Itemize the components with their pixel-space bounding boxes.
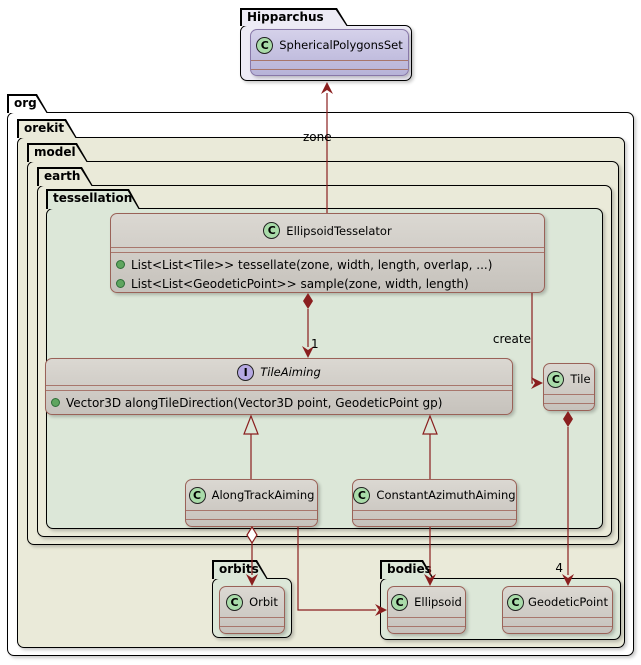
class-constant-azimuth-aiming: C ConstantAzimuthAiming xyxy=(352,479,517,527)
method-signature: Vector3D alongTileDirection(Vector3D poi… xyxy=(66,395,443,410)
class-name: Orbit xyxy=(249,595,278,609)
package-tab-fill xyxy=(382,562,433,580)
class-icon: C xyxy=(353,486,371,504)
package-orekit-tab: orekit xyxy=(17,119,77,138)
class-header: C EllipsoidTesselator xyxy=(111,214,544,248)
methods-compartment xyxy=(353,519,516,526)
fields-compartment xyxy=(388,618,465,626)
class-orbit: C Orbit xyxy=(219,586,285,634)
public-method-icon xyxy=(51,398,60,407)
class-ellipsoid-tesselator: C EllipsoidTesselator List<List<Tile>> t… xyxy=(110,213,545,293)
fields-compartment xyxy=(111,248,544,253)
public-method-icon xyxy=(116,279,125,288)
package-tab-fill xyxy=(9,96,47,114)
interface-tile-aiming: I TileAiming Vector3D alongTileDirection… xyxy=(45,358,513,415)
class-name: ConstantAzimuthAiming xyxy=(376,488,516,502)
class-spherical-polygons-set: C SphericalPolygonsSet xyxy=(250,29,409,76)
class-tile: C Tile xyxy=(543,363,595,411)
fields-compartment xyxy=(544,395,594,403)
class-header: C Orbit xyxy=(220,587,284,618)
method-signature: List<List<Tile>> tessellate(zone, width,… xyxy=(131,257,493,272)
methods-compartment: Vector3D alongTileDirection(Vector3D poi… xyxy=(46,391,512,412)
class-name: AlongTrackAiming xyxy=(211,488,315,502)
edge-label-create: create xyxy=(492,332,531,346)
class-icon: C xyxy=(256,36,274,54)
class-name: EllipsoidTesselator xyxy=(286,223,392,238)
package-tab-fill xyxy=(39,169,92,187)
class-icon: C xyxy=(226,593,244,611)
class-name: Tile xyxy=(570,372,591,386)
methods-compartment xyxy=(251,69,408,75)
package-hipparchus-label: Hipparchus xyxy=(247,10,324,24)
class-icon: C xyxy=(507,593,524,611)
fields-compartment xyxy=(220,618,284,626)
class-icon: C xyxy=(391,593,409,611)
methods-compartment: List<List<Tile>> tessellate(zone, width,… xyxy=(111,253,544,292)
fields-compartment xyxy=(46,386,512,391)
methods-compartment xyxy=(388,626,465,633)
class-icon: C xyxy=(547,370,565,388)
class-header: C SphericalPolygonsSet xyxy=(251,30,408,61)
package-tab-fill xyxy=(48,191,139,210)
class-header: C Ellipsoid xyxy=(388,587,465,618)
class-header: C AlongTrackAiming xyxy=(186,480,317,511)
class-name: Ellipsoid xyxy=(414,595,462,609)
class-icon: C xyxy=(263,222,281,239)
public-method-icon xyxy=(116,260,125,269)
class-name: GeodeticPoint xyxy=(528,595,608,609)
methods-compartment xyxy=(186,519,317,526)
class-name: SphericalPolygonsSet xyxy=(279,38,403,52)
class-ellipsoid: C Ellipsoid xyxy=(387,586,466,634)
fields-compartment xyxy=(503,618,612,626)
class-header: C ConstantAzimuthAiming xyxy=(353,480,516,511)
class-header: C GeodeticPoint xyxy=(503,587,612,618)
package-orbits-tab: orbits xyxy=(212,560,268,579)
package-hipparchus-tab: Hipparchus xyxy=(240,8,348,26)
class-geodetic-point: C GeodeticPoint xyxy=(502,586,613,634)
package-bodies-label: bodies xyxy=(387,562,432,576)
methods-compartment xyxy=(220,626,284,633)
package-bodies-tab: bodies xyxy=(380,560,434,579)
package-org-label: org xyxy=(14,96,37,110)
package-tessellation-label: tessellation xyxy=(53,191,133,205)
package-tessellation-tab: tessellation xyxy=(46,189,140,209)
edge-multiplicity-1: 1 xyxy=(311,337,319,351)
edge-multiplicity-4: 4 xyxy=(555,561,563,575)
package-earth-tab: earth xyxy=(37,167,93,186)
class-header: C Tile xyxy=(544,364,594,395)
package-org-tab: org xyxy=(7,94,48,113)
package-orekit-label: orekit xyxy=(24,121,65,135)
method-row: List<List<GeodeticPoint>> sample(zone, w… xyxy=(116,274,539,292)
method-signature: List<List<GeodeticPoint>> sample(zone, w… xyxy=(131,276,469,291)
method-row: List<List<Tile>> tessellate(zone, width,… xyxy=(116,255,539,274)
package-tab-fill xyxy=(242,10,347,27)
class-name: TileAiming xyxy=(260,365,321,379)
method-row: Vector3D alongTileDirection(Vector3D poi… xyxy=(51,393,507,412)
class-icon: C xyxy=(188,486,206,504)
package-model-tab: model xyxy=(27,143,88,162)
zone-arrowhead-icon xyxy=(321,82,333,94)
class-header: I TileAiming xyxy=(46,359,512,386)
methods-compartment xyxy=(544,403,594,410)
package-tab-fill xyxy=(19,121,76,139)
package-tab-fill xyxy=(29,145,87,163)
package-earth-label: earth xyxy=(44,169,81,183)
interface-icon: I xyxy=(237,363,255,381)
fields-compartment xyxy=(353,511,516,519)
class-along-track-aiming: C AlongTrackAiming xyxy=(185,479,318,527)
fields-compartment xyxy=(251,61,408,69)
package-model-label: model xyxy=(34,145,76,159)
package-orbits-label: orbits xyxy=(219,562,259,576)
fields-compartment xyxy=(186,511,317,519)
edge-label-zone: zone xyxy=(303,130,332,144)
methods-compartment xyxy=(503,626,612,633)
